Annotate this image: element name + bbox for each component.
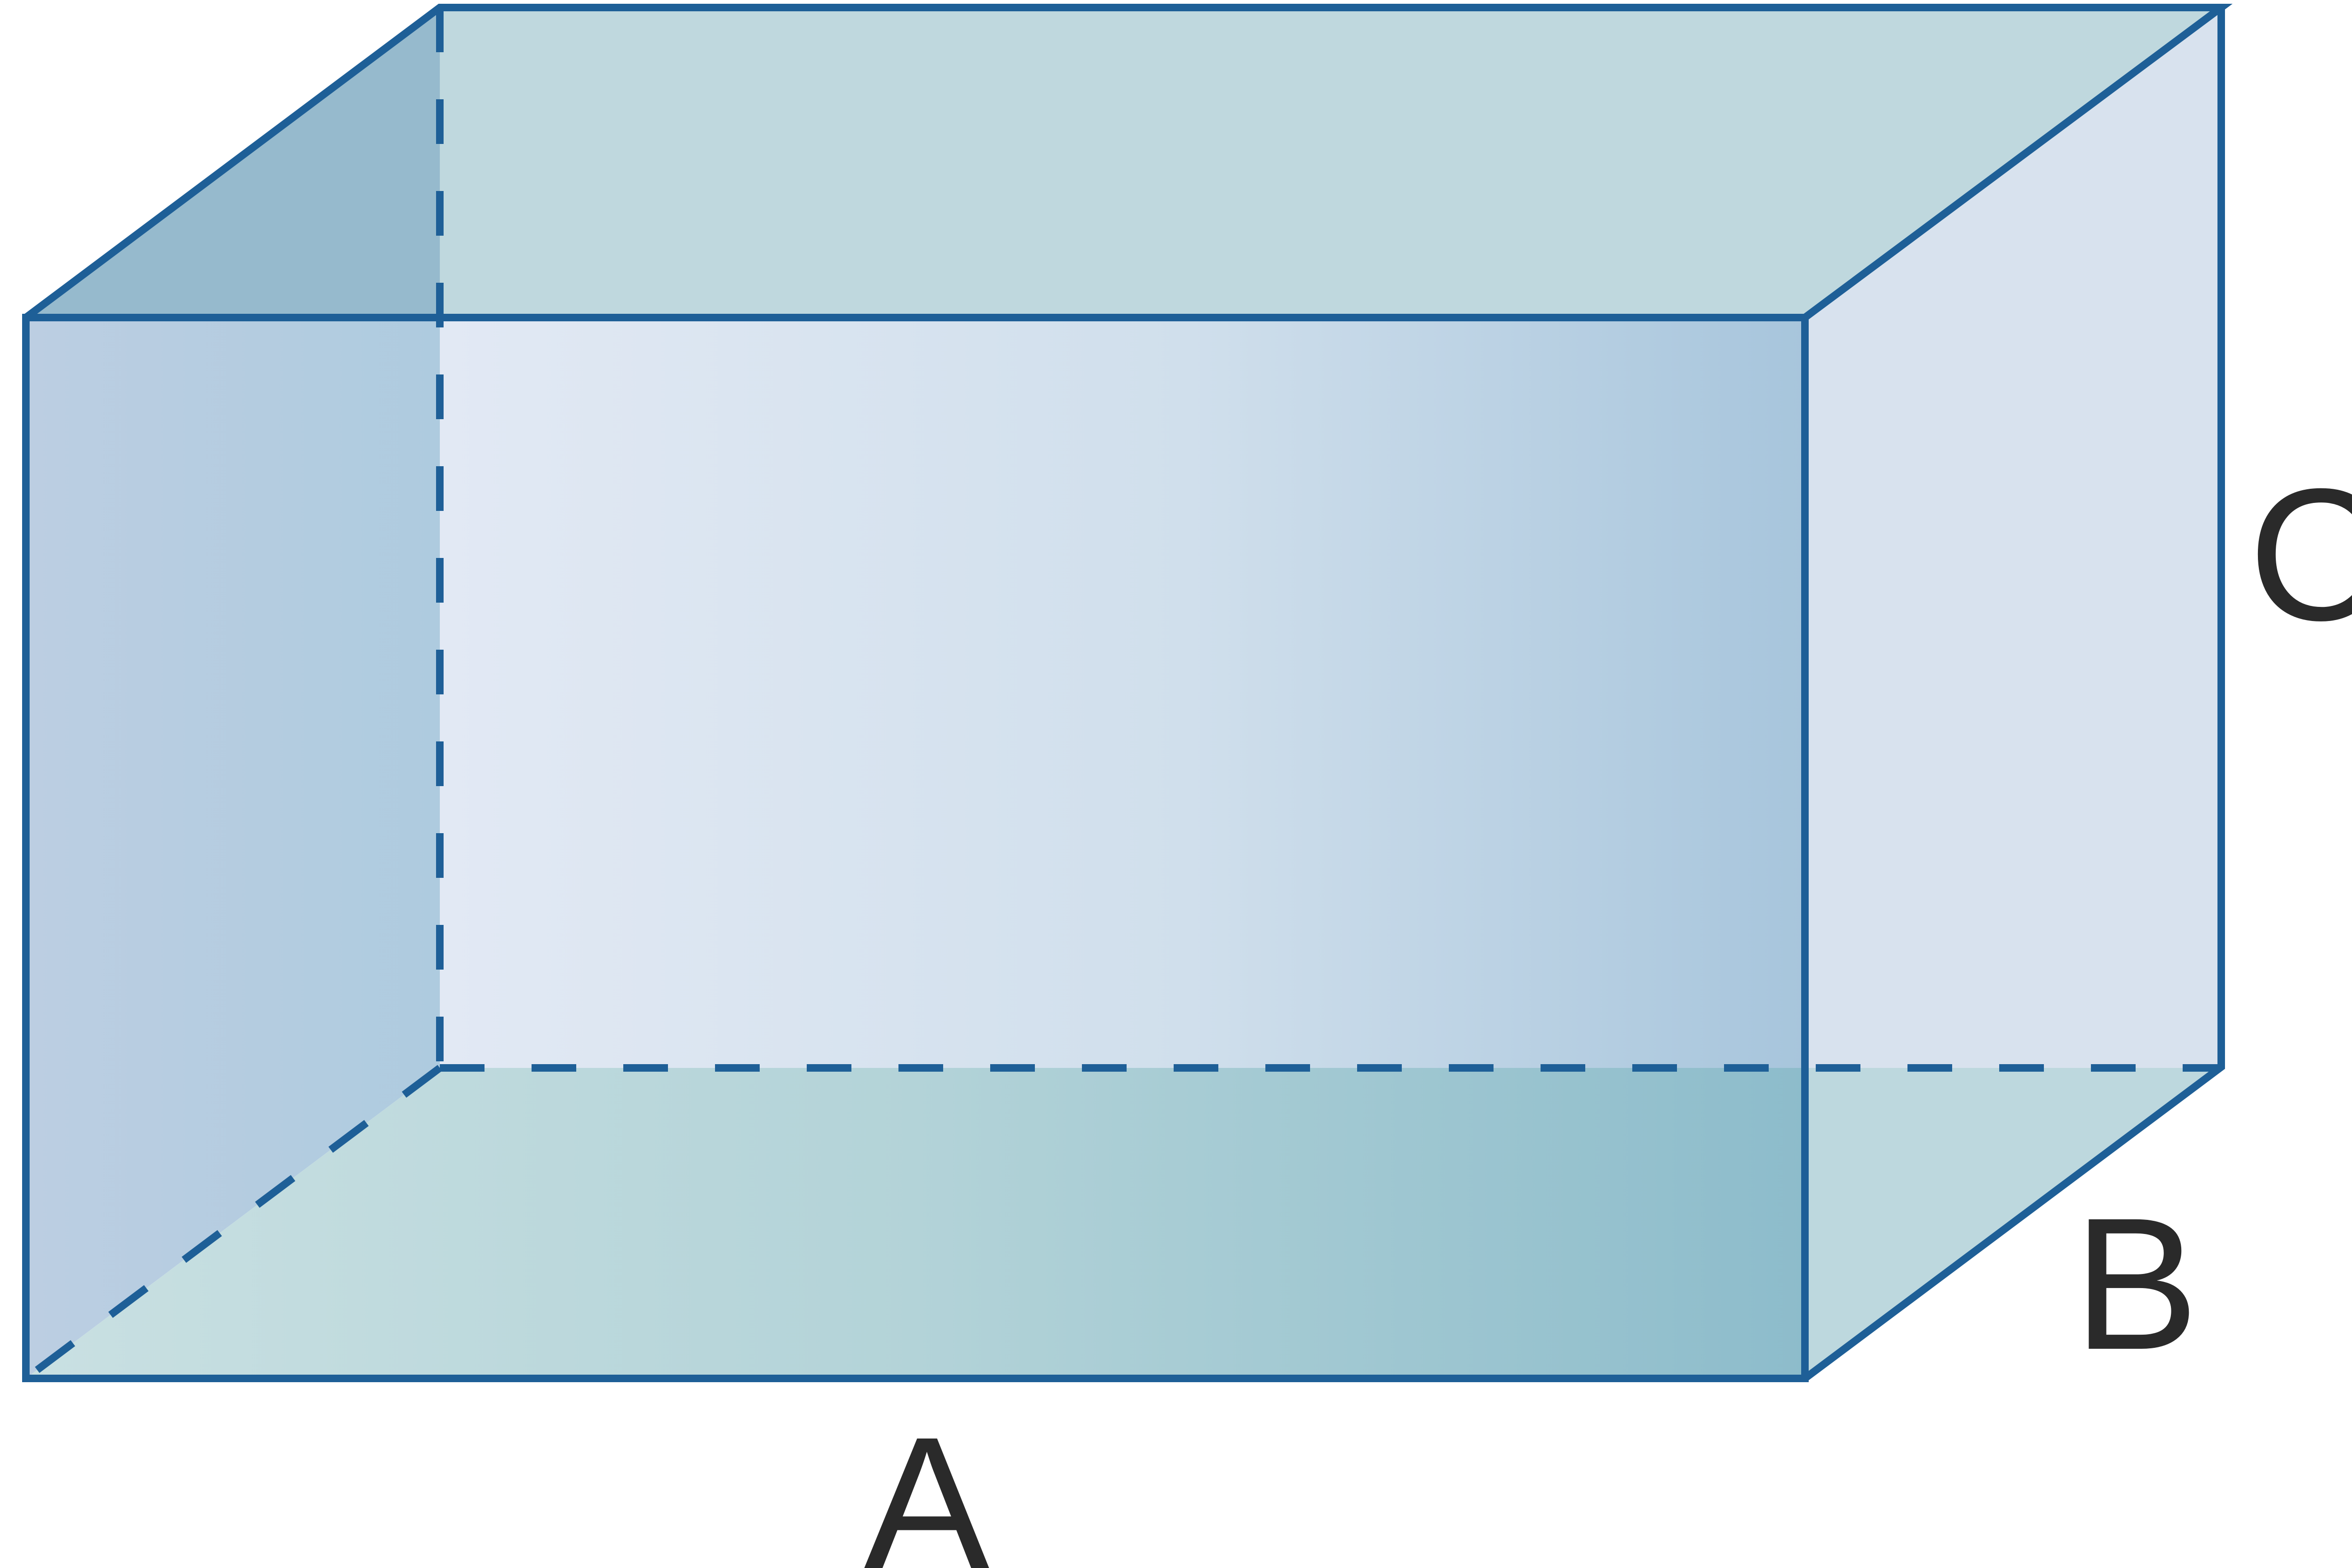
hidden-edges xyxy=(24,8,2221,1382)
bottom-face xyxy=(26,1068,1805,1378)
back-top-edges xyxy=(24,3,2233,321)
right-edges xyxy=(1803,8,2225,1382)
right-face xyxy=(1805,8,2221,1378)
visible-edges xyxy=(22,3,2233,1382)
back-face xyxy=(440,318,1805,1068)
left-face xyxy=(26,318,440,1378)
length-label: A xyxy=(864,1398,991,1568)
depth-label: B xyxy=(2074,1178,2199,1389)
front-face-edges xyxy=(22,314,1809,1382)
top-face xyxy=(26,8,2221,318)
height-label: C xyxy=(2249,449,2352,660)
